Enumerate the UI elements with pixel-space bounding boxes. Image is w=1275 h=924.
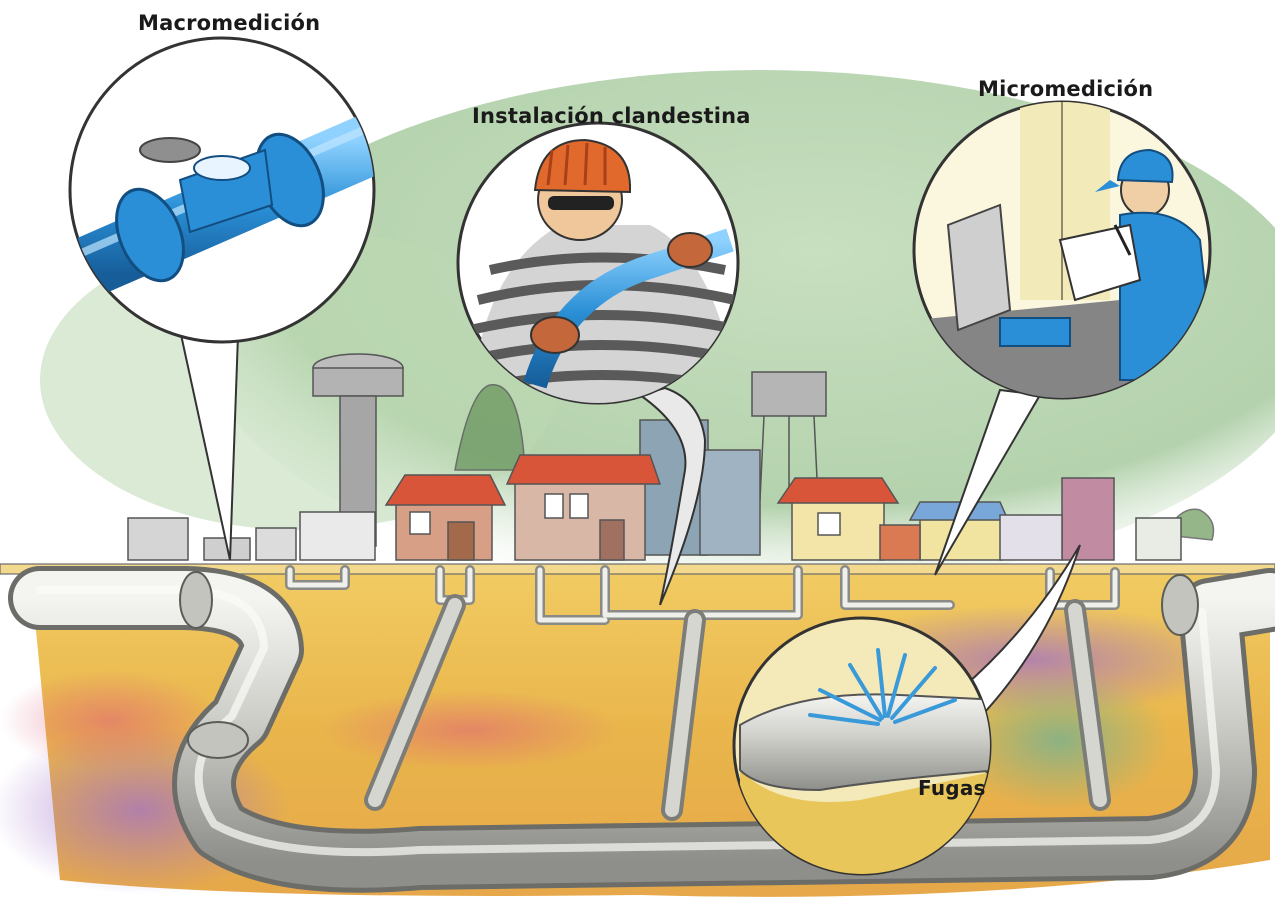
macromedicion-label: Macromedición <box>138 11 320 35</box>
instalacion-clandestina-label: Instalación clandestina <box>472 104 751 128</box>
fugas-label: Fugas <box>918 776 986 800</box>
house-2 <box>507 455 660 560</box>
micromedicion-label: Micromedición <box>978 77 1153 101</box>
house-1 <box>386 475 505 560</box>
